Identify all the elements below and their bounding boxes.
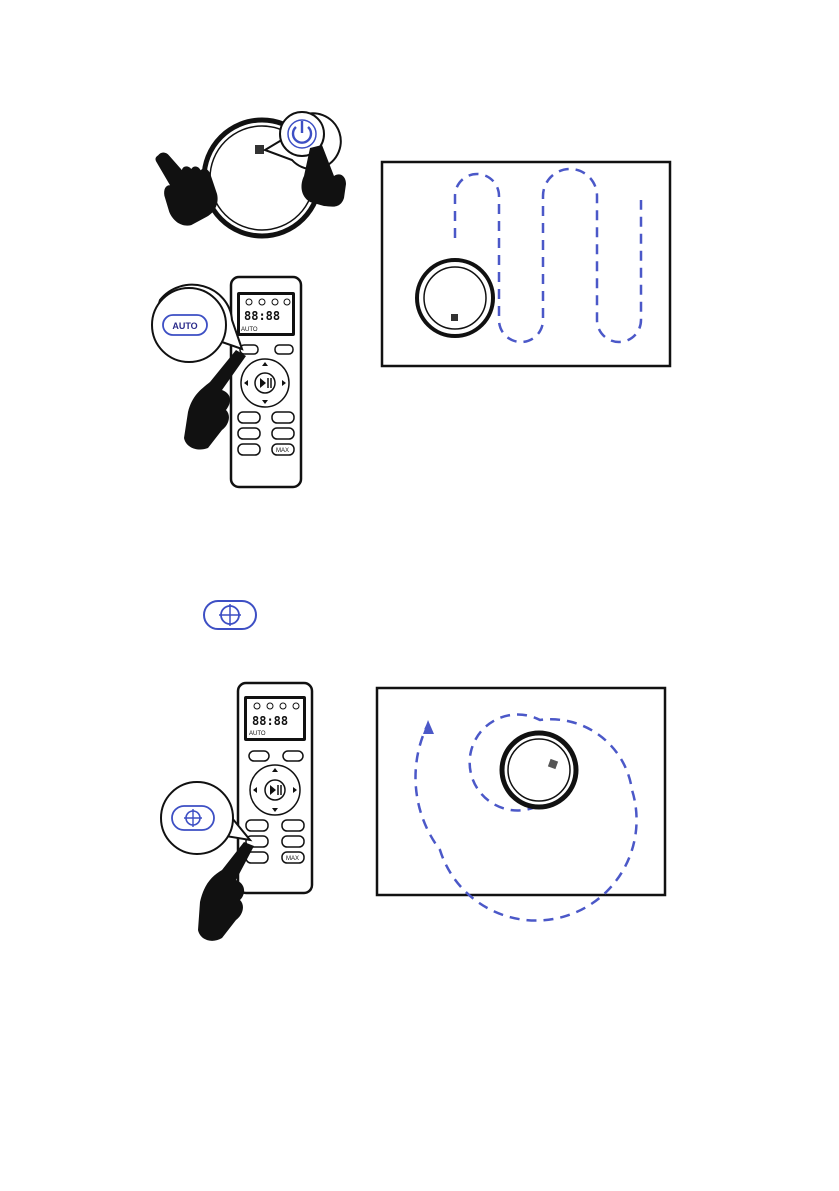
spot-button[interactable]	[238, 428, 260, 439]
spiral-arrow	[423, 720, 434, 734]
robot-in-area-bottom	[502, 733, 576, 807]
robot-bumper-sensor	[255, 145, 264, 154]
remote-button[interactable]	[238, 444, 260, 455]
spot-callout	[161, 782, 250, 854]
remote-control-top: 88:88 AUTO MAX	[231, 277, 301, 487]
max-label: MAX	[276, 448, 289, 454]
robot-in-area-top	[417, 260, 493, 336]
remote-button[interactable]	[272, 428, 294, 439]
lcd-mode-label: AUTO	[249, 731, 266, 737]
remote-button[interactable]	[282, 820, 304, 831]
lcd-digits: 88:88	[252, 714, 288, 728]
cleaning-area-top	[382, 162, 670, 366]
remote-control-bottom: 88:88 AUTO MAX	[238, 683, 312, 893]
remote-button[interactable]	[246, 820, 268, 831]
max-label: MAX	[286, 856, 299, 862]
lcd-mode-label: AUTO	[241, 327, 258, 333]
home-button[interactable]	[275, 345, 293, 354]
lcd-digits: 88:88	[244, 309, 280, 323]
auto-callout-label: AUTO	[172, 321, 197, 331]
auto-callout: AUTO	[152, 285, 242, 362]
remote-button[interactable]	[272, 412, 294, 423]
spot-target-icon	[204, 601, 256, 629]
home-button[interactable]	[283, 751, 303, 761]
remote-button[interactable]	[282, 836, 304, 847]
pressing-hand	[143, 137, 227, 231]
remote-button[interactable]	[238, 412, 260, 423]
auto-button[interactable]	[249, 751, 269, 761]
